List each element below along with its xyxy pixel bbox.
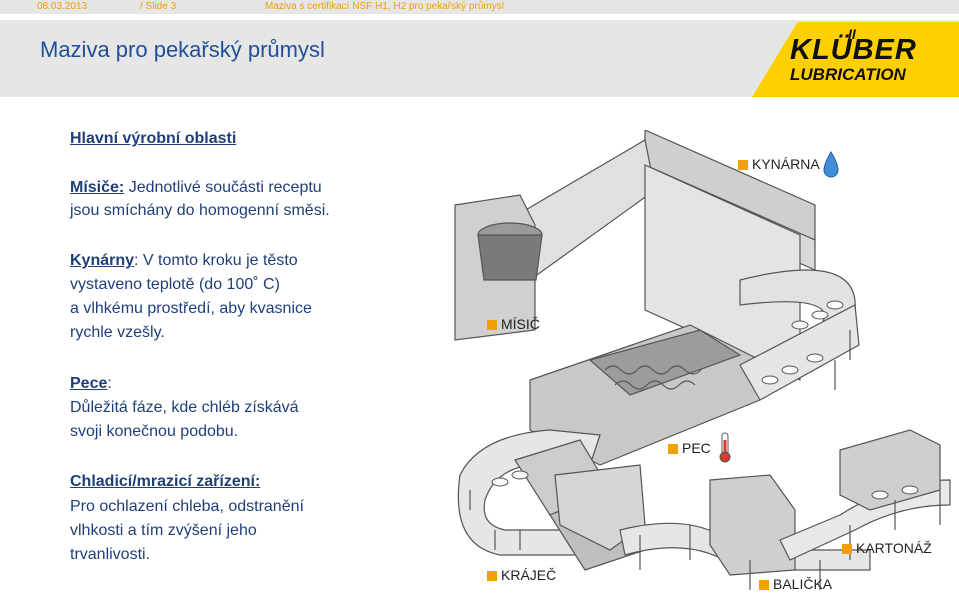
pece-colon: : <box>107 375 111 392</box>
label-kynarna-text: KYNÁRNA <box>752 156 820 172</box>
pece-line-0: Pece: <box>70 372 112 395</box>
label-krajec: KRÁJEČ <box>487 567 556 583</box>
kynarny-line-1: Kynárny: V tomto kroku je těsto <box>70 249 298 272</box>
label-marker-icon <box>738 160 748 170</box>
chladici-term: Chladicí/mrazicí zařízení: <box>70 470 260 493</box>
kynarny-line-4: rychle vzešly. <box>70 321 165 344</box>
label-krajec-text: KRÁJEČ <box>501 567 556 583</box>
label-balicka-text: BALIČKA <box>773 576 832 592</box>
logo-wordmark: KLÜBER <box>790 34 917 67</box>
slide-date: 08.03.2013 <box>37 1 87 12</box>
label-kartonaz: KARTONÁŽ <box>842 540 932 556</box>
page-title: Maziva pro pekařský průmysl <box>40 37 325 63</box>
label-marker-icon <box>759 580 769 590</box>
water-drop-icon <box>824 152 838 177</box>
pece-line-1: Důležitá fáze, kde chléb získává <box>70 396 299 419</box>
document-title: Maziva s certifikací NSF H1, H2 pro peka… <box>265 1 504 12</box>
chladici-line-2: vlhkosti a tím zvýšení jeho <box>70 519 257 542</box>
thermometer-icon <box>720 433 730 462</box>
chladici-line-1: Pro ochlazení chleba, odstranění <box>70 495 304 518</box>
section-heading: Hlavní výrobní oblasti <box>70 127 236 150</box>
label-marker-icon <box>487 320 497 330</box>
label-balicka: BALIČKA <box>759 576 832 592</box>
label-misic: MÍSIČ <box>487 316 540 332</box>
misice-text-1: Jednotlivé součásti receptu <box>124 179 321 196</box>
label-kartonaz-text: KARTONÁŽ <box>856 540 932 556</box>
kynarny-term: Kynárny <box>70 252 134 269</box>
chladici-line-3: trvanlivosti. <box>70 543 150 566</box>
misice-line-1: Mísiče: Jednotlivé součásti receptu <box>70 176 322 199</box>
label-pec-text: PEC <box>682 440 711 456</box>
misice-line-2: jsou smíchány do homogenní směsi. <box>70 199 330 222</box>
slide-number: / Slide 3 <box>140 1 176 12</box>
kynarny-text-1: : V tomto kroku je těsto <box>134 252 298 269</box>
logo-subtitle: LUBRICATION <box>790 65 906 85</box>
pece-line-2: svoji konečnou podobu. <box>70 420 238 443</box>
label-marker-icon <box>487 571 497 581</box>
label-marker-icon <box>842 544 852 554</box>
label-misic-text: MÍSIČ <box>501 316 540 332</box>
label-pec: PEC <box>668 440 711 456</box>
kynarny-line-3: a vlhkému prostředí, aby kvasnice <box>70 297 312 320</box>
misice-term: Mísiče: <box>70 179 124 196</box>
pece-term: Pece <box>70 375 107 392</box>
kynarny-line-2: vystaveno teplotě (do 100˚ C) <box>70 273 280 296</box>
label-kynarna: KYNÁRNA <box>738 156 820 172</box>
bakery-line-diagram <box>440 130 959 601</box>
label-marker-icon <box>668 444 678 454</box>
